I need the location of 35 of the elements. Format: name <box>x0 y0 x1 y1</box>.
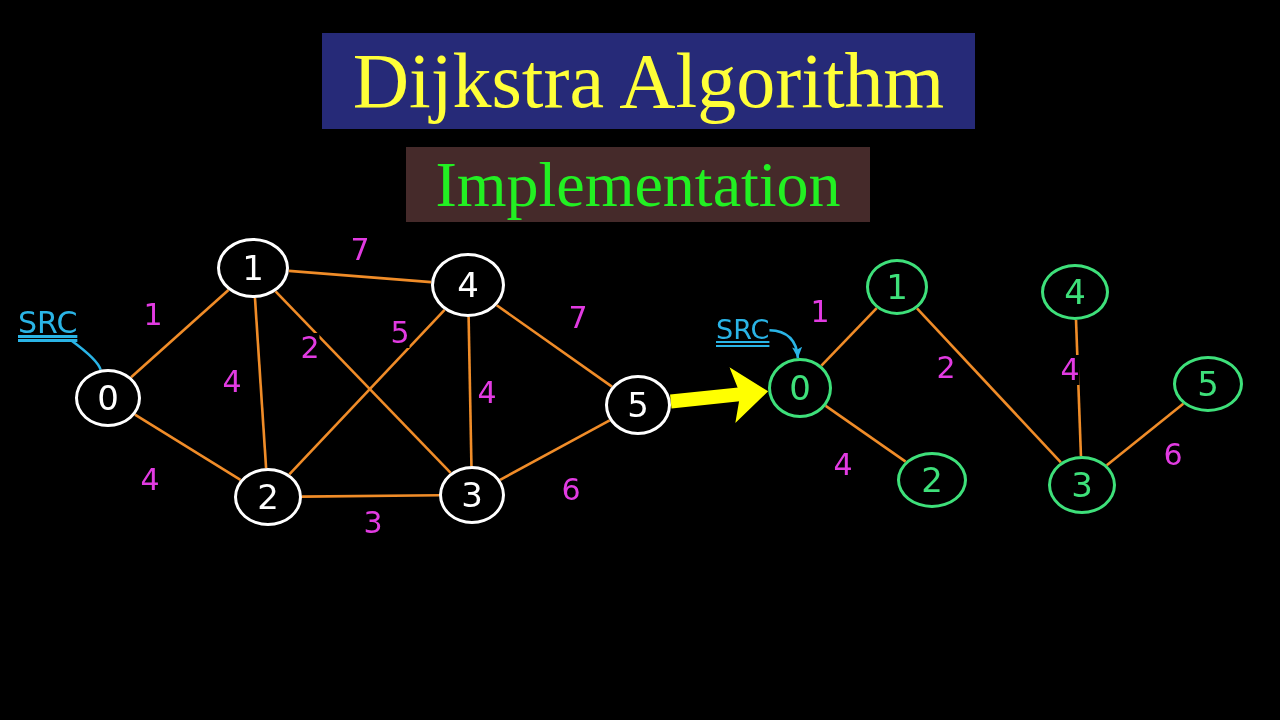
graph-node: 0 <box>768 358 832 418</box>
graph-node: 1 <box>866 259 928 315</box>
graph-node: 3 <box>439 466 505 524</box>
edge-line <box>820 307 878 367</box>
leader-line <box>70 339 102 371</box>
edge-line <box>130 289 230 379</box>
leader-arrow <box>769 328 802 359</box>
edge-line <box>499 419 611 481</box>
edge-line <box>302 494 439 498</box>
graph-node: 4 <box>1041 264 1109 320</box>
graph-node: 3 <box>1048 456 1116 514</box>
edge-line <box>288 308 446 476</box>
edge-line <box>916 307 1062 464</box>
subtitle: Implementation <box>406 147 870 222</box>
edge-label: 5 <box>390 318 410 348</box>
edge-line <box>253 297 268 469</box>
graph-node: 1 <box>217 238 289 298</box>
edge-line <box>824 404 907 463</box>
edge-label: 4 <box>1060 355 1080 385</box>
graph-node: 5 <box>605 375 671 435</box>
title: Dijkstra Algorithm <box>322 33 975 129</box>
edge-line <box>467 316 473 467</box>
edge-line <box>1105 402 1185 467</box>
edge-line <box>288 269 432 284</box>
edge-line <box>495 304 613 388</box>
source-label: SRC <box>18 306 78 341</box>
edge-line <box>134 413 242 482</box>
source-label: SRC <box>716 314 770 346</box>
arrow <box>670 367 769 423</box>
graph-node: 2 <box>897 452 967 508</box>
graph-node: 4 <box>431 253 505 317</box>
graph-node: 5 <box>1173 356 1243 412</box>
graph-node: 0 <box>75 369 141 427</box>
edge-line <box>274 290 452 474</box>
graph-node: 2 <box>234 468 302 526</box>
